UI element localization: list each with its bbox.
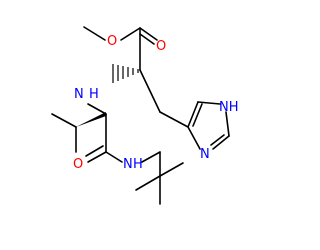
imidazole-nh-label: NH (219, 100, 239, 115)
ring-c2-n3-double (210, 134, 225, 146)
imidazole-n-label: N (200, 147, 210, 162)
alpha-ch2-bond (139, 69, 161, 113)
ring-c5-nh-bond (197, 101, 221, 105)
tbu-methyl-2 (135, 175, 161, 191)
ring-c4-c5-double (192, 103, 203, 127)
amide-co-double-2 (85, 145, 104, 157)
ch2-ring-bond (159, 111, 189, 128)
amide-nitrogen-label: N (123, 157, 133, 172)
carbonyl-oxygen-label: O (156, 39, 166, 54)
ester-o-carbonyl-bond (120, 27, 141, 41)
amide-c-n-bond (105, 151, 123, 163)
tbu-methyl-3 (159, 162, 184, 177)
methyl-o-bond (83, 26, 106, 41)
amine-hydrogen-label: H (89, 87, 99, 102)
alpha-n-hashed-bond (112, 64, 139, 83)
amide-co-double-1 (87, 151, 107, 163)
carbonyl-double-bond-1 (139, 27, 158, 41)
amide-hydrogen-label: H (133, 157, 143, 172)
amide-oxygen-label: O (73, 157, 83, 172)
isopropyl-methyl-1 (51, 113, 77, 128)
ring-n3-c4-bond (187, 126, 201, 150)
ring-c2-n3-bond (212, 135, 230, 150)
cv-isopropyl-wedge (76, 112, 106, 127)
ester-oxygen-label: O (107, 34, 117, 49)
amine-nitrogen-label: N (74, 87, 84, 102)
molecule-structure: O O N H NH N O N H (51, 26, 239, 205)
nh-tbu-bond (141, 151, 161, 163)
ring-c4-c5-bond (187, 101, 199, 128)
carbonyl-double-bond-2 (139, 33, 155, 45)
ring-nh-c2-bond (225, 111, 230, 137)
nh-cv-bond (87, 103, 107, 115)
